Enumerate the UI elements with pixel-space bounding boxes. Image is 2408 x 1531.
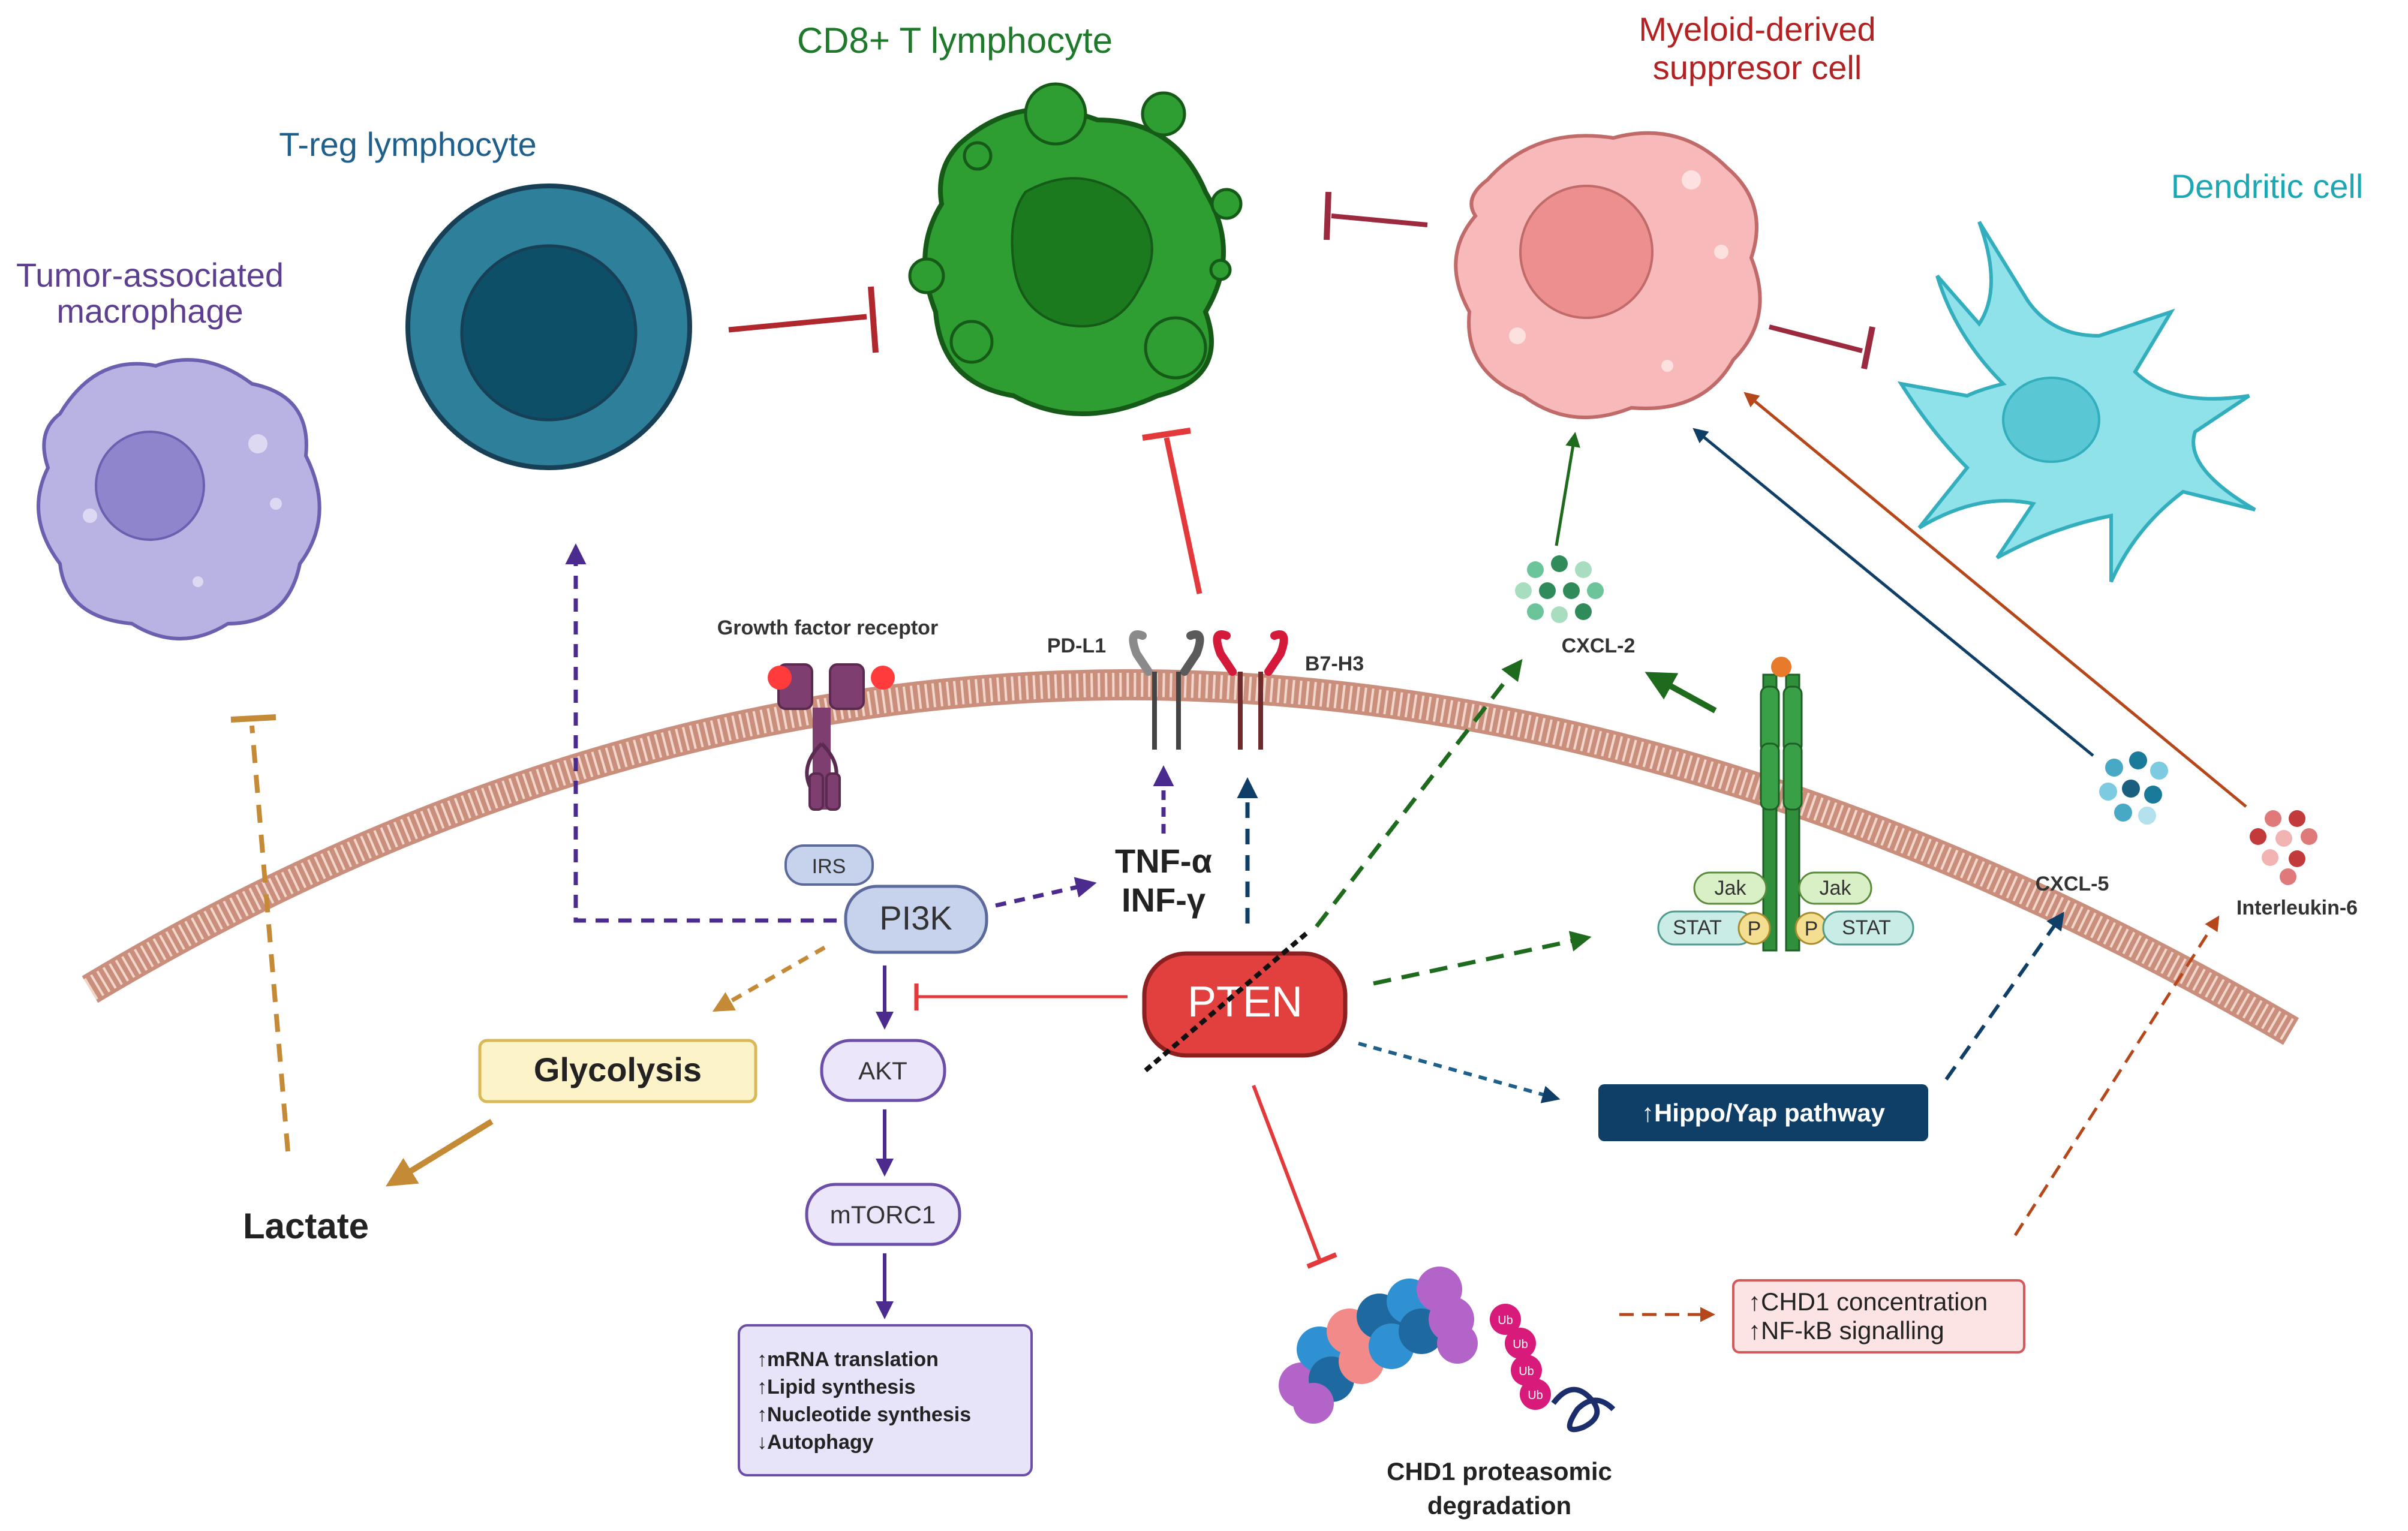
mtor-effects-box [738,1324,1033,1476]
pten-label: PTEN [1188,978,1303,1026]
stat-right [1822,910,1914,946]
pten-to-jakstat-arrow [1373,931,1592,986]
lactate-inhibits-macrophage-bar [230,714,276,723]
mtorc1-box [805,1183,961,1246]
pten-inhibits-chd1-degradation-bar [1306,1252,1337,1269]
ub-4: Ub [1528,1389,1543,1402]
hippo-label: ↑Hippo/Yap pathway [1642,1099,1886,1127]
inf-label: INF-γ [1122,881,1205,919]
akt-box [820,1039,946,1102]
tumor-associated-macrophage-cell [37,358,321,640]
ub-1: Ub [1498,1314,1513,1327]
pi3k-to-treg-arrow [565,543,837,923]
il6-cytokines [2250,810,2317,885]
pi3k-to-tnf-arrow [995,877,1097,908]
dendritic-label: Dendritic cell [2171,167,2364,205]
chd1-effect-2: ↑NF-kB signalling [1748,1316,1944,1344]
il6-label: Interleukin-6 [2236,897,2358,919]
cd8-t-lymphocyte-cell [908,82,1243,416]
hippo-box [1598,1084,1928,1141]
mtor-effect-1: ↑mRNA translation [757,1348,939,1371]
treg-inhibits-cd8 [728,314,867,333]
irs-label: IRS [812,855,846,878]
akt-label: AKT [858,1057,907,1085]
treg-lymphocyte-cell [405,184,692,470]
mdsc-inhibits-cd8 [1331,213,1428,227]
pten-to-cxcl2-arrow [1315,658,1523,928]
b7h3-receptor [1213,630,1288,750]
jak-left [1693,871,1767,905]
lactate-inhibits-macrophage [249,725,290,1152]
chd1-degradation-label-line1: CHD1 proteasomic [1387,1457,1612,1485]
ub-2: Ub [1513,1338,1528,1351]
jak-stat-receptor [1760,657,1803,952]
pten-to-hippo-arrow [1358,1042,1561,1103]
proteasome [1279,1267,1478,1424]
tam-label-line2: macrophage [56,292,243,330]
treg-label: T-reg lymphocyte [279,125,537,163]
glycolysis-label: Glycolysis [534,1051,702,1088]
ubiquitin-chain [1490,1304,1616,1433]
mdsc-inhibits-dendritic [1769,324,1863,353]
irs-box [784,844,874,886]
chd1-effect-1: ↑CHD1 concentration [1748,1288,1988,1316]
mtor-effect-2: ↑Lipid synthesis [757,1376,916,1398]
pdl1-label: PD-L1 [1047,634,1106,657]
mdsc-label-line1: Myeloid-derived [1639,10,1875,48]
lactate-label: Lactate [243,1206,369,1246]
mdsc-inhibits-cd8-bar [1324,191,1331,240]
hippo-to-cxcl5-arrow [1944,912,2064,1081]
cxcl2-to-mdsc-arrow [1555,432,1580,546]
cell-membrane-texture [83,672,2298,1042]
growth-factor-receptor-label: Growth factor receptor [717,616,938,639]
pi3k-box [844,885,988,954]
mdsc-label-line2: suppresor cell [1653,49,1862,86]
mdsc-inhibits-dendritic-bar [1861,326,1875,369]
b7h3-label: B7-H3 [1305,652,1364,675]
glycolysis-to-lactate-arrow [385,1118,494,1187]
jak-right [1798,871,1872,905]
pdl1-receptor [1129,630,1204,750]
tam-label-line1: Tumor-associated [16,256,284,294]
chd1-degradation-label-line2: degradation [1427,1491,1571,1520]
mtor-effect-4: ↓Autophagy [757,1431,874,1454]
glycolysis-box [478,1039,757,1103]
jak-right-label: Jak [1820,877,1852,900]
p-left-label: P [1748,918,1761,940]
il6-to-mdsc-arrow [1743,392,2247,808]
pi3k-label: PI3K [879,899,952,937]
dendritic-cell [1897,221,2256,583]
p-right-label: P [1805,918,1818,940]
stat-left-label: STAT [1673,916,1722,939]
jak-left-label: Jak [1715,877,1747,900]
mtor-effect-3: ↑Nucleotide synthesis [757,1403,971,1426]
cxcl5-to-mdsc-arrow [1692,428,2094,757]
cd8-label: CD8+ T lymphocyte [797,20,1113,61]
mdsc-cell [1454,131,1762,419]
ub-3: Ub [1519,1365,1534,1378]
chd1-effects-box [1732,1279,2025,1353]
p-left [1737,912,1771,945]
pten-inhibits-chd1-degradation [1252,1084,1321,1261]
cxcl2-label: CXCL-2 [1562,634,1636,657]
treg-inhibits-cd8-bar [868,286,879,353]
cxcl5-chemokines [2099,751,2168,825]
stat-right-label: STAT [1842,916,1891,939]
chd1-to-il6-arrow [2013,915,2220,1237]
cxcl5-label: CXCL-5 [2036,873,2109,895]
cxcl2-chemokines [1515,555,1604,623]
tnf-label: TNF-α [1115,842,1212,880]
mtorc1-label: mTORC1 [830,1201,936,1229]
pdl1-inhibits-cd8-bar [1142,428,1191,441]
growth-factor-receptor [768,663,895,811]
pi3k-to-glycolysis-arrow [712,945,826,1012]
jakstat-to-cxcl2-arrow [1645,672,1717,714]
pdl1-inhibits-cd8 [1164,437,1203,594]
